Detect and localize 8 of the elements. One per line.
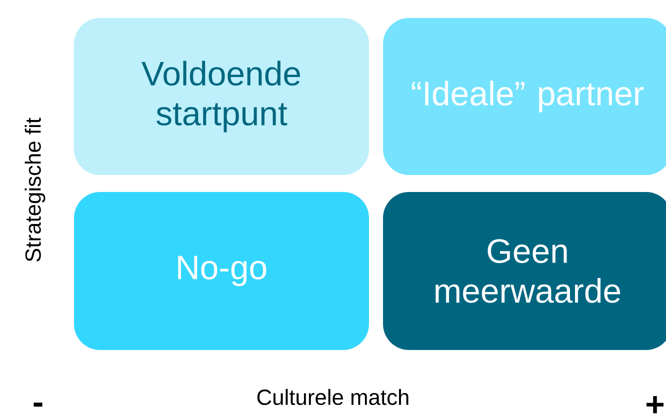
plus-sign: +: [646, 396, 664, 414]
quadrant-box: No-go: [74, 192, 369, 350]
quadrant-box: “Ideale” partner: [383, 18, 666, 175]
axis-label: Strategische fit: [24, 118, 46, 262]
axis-label: Culturele match: [257, 388, 408, 406]
minus-sign: -: [34, 402, 42, 407]
quadrant-box: Geen meerwaarde: [383, 192, 666, 350]
quadrant-box: Voldoende startpunt: [74, 18, 369, 175]
